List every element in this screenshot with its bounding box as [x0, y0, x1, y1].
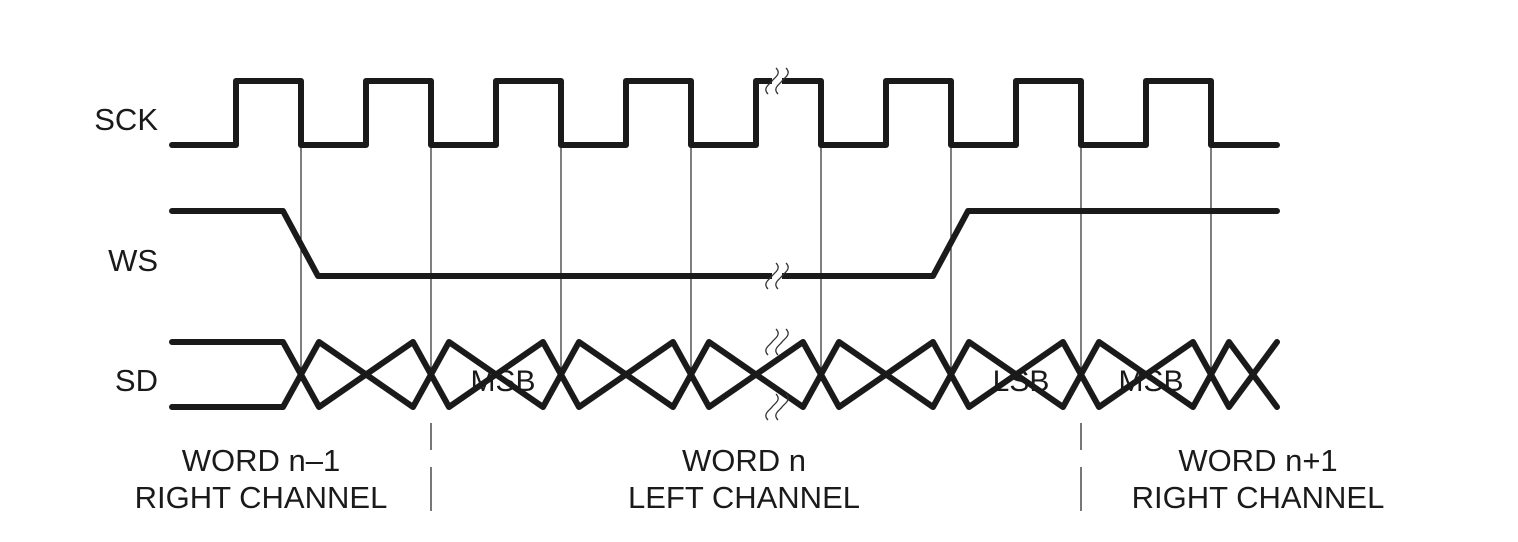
word-n-plus-1-title: WORD n+1: [1178, 443, 1337, 478]
sd-trace-b: [169, 339, 1280, 410]
sd-cell-labels: MSB LSB MSB: [470, 365, 1183, 398]
clock-edge-guides: [300, 145, 1212, 375]
sd-waveform: [169, 339, 1280, 410]
sd-label: SD: [115, 363, 158, 398]
sd-bottom-break-mark: [765, 393, 789, 421]
sd-cell-msb-word-n: MSB: [470, 365, 535, 398]
word-n-title: WORD n: [682, 443, 806, 478]
sck-waveform: [169, 78, 1280, 148]
word-n-plus-1-channel: RIGHT CHANNEL: [1132, 480, 1385, 515]
sd-cell-msb-word-n-plus-1: MSB: [1118, 365, 1183, 398]
word-n-minus-1-title: WORD n–1: [182, 443, 340, 478]
word-n-channel: LEFT CHANNEL: [628, 480, 860, 515]
ws-break-mark: [765, 262, 789, 290]
time-break-marks: [765, 67, 789, 421]
ws-waveform: [169, 208, 1280, 279]
sd-top-break-mark: [765, 328, 789, 356]
sd-cell-lsb-word-n: LSB: [993, 365, 1050, 398]
ws-label: WS: [108, 243, 158, 278]
sck-label: SCK: [94, 102, 158, 137]
sck-break-mark: [765, 67, 789, 95]
word-n-minus-1-channel: RIGHT CHANNEL: [135, 480, 388, 515]
